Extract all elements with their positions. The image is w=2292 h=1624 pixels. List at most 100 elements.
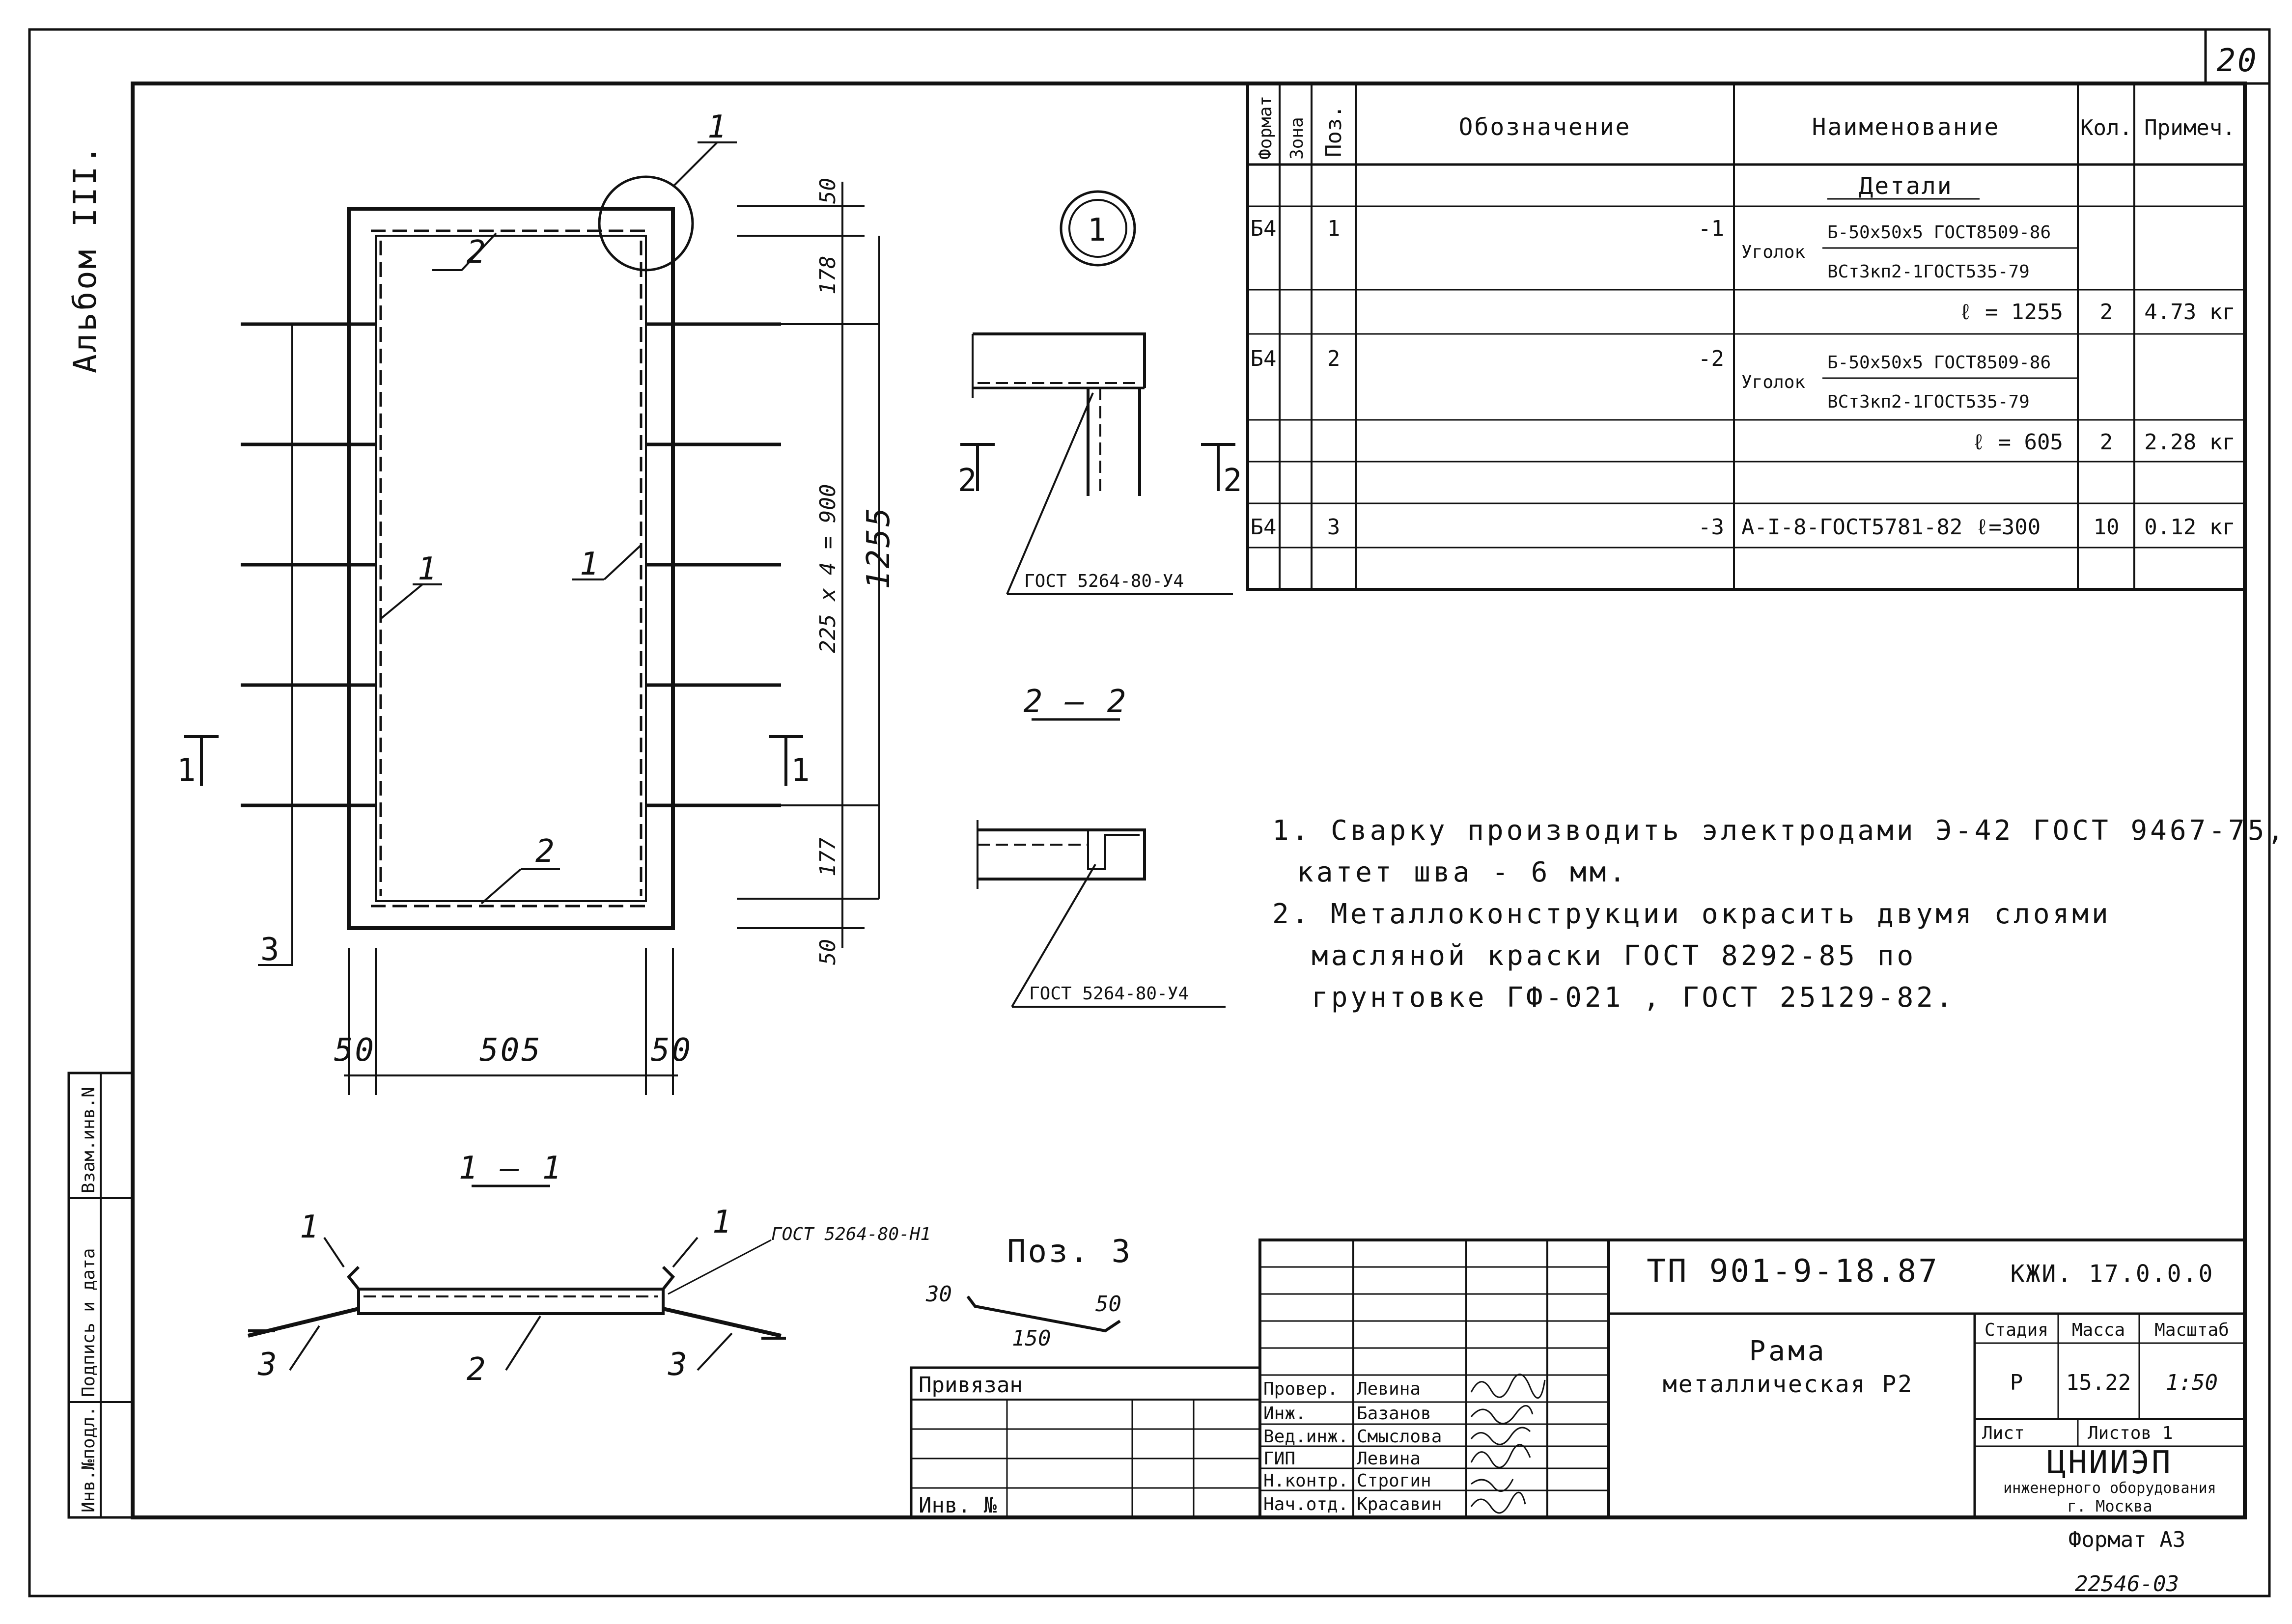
section-callout-2: 2	[467, 1351, 488, 1388]
spec-row: Б4 3 -3 А-I-8-ГОСТ5781-82 ℓ=300 10 0.12 …	[1251, 515, 2236, 540]
callout-1-top: 1	[707, 109, 728, 145]
spec-row1-format: Б4	[1251, 216, 1277, 241]
spec-row2-pos: 2	[1327, 346, 1341, 371]
org-subtitle: инженерного оборудования	[2003, 1480, 2216, 1497]
detail-marker-inner	[1068, 199, 1127, 258]
spec-row1-name-top: Б-50х50х5 ГОСТ8509-86	[1827, 222, 2051, 243]
margin-label-sign: Подпись и дата	[79, 1248, 99, 1397]
note-line-4: масляной краски ГОСТ 8292-85 по	[1312, 940, 1916, 972]
weld-ref-detail: ГОСТ 5264-80-У4	[1024, 571, 1184, 591]
spec-row3-designation: -3	[1698, 515, 1724, 540]
notes: 1. Сварку производить электродами Э-42 Г…	[1272, 815, 2287, 1014]
stage-value: Р	[2010, 1370, 2023, 1395]
sheet-label: Лист	[1982, 1423, 2025, 1443]
staff-role: ГИП	[1263, 1449, 1295, 1469]
vertical-dimensions	[737, 182, 880, 948]
detail-cut-label-right: 2	[1223, 463, 1244, 499]
spec-row3-name: А-I-8-ГОСТ5781-82 ℓ=300	[1741, 515, 2040, 540]
spec-row: Б4 2 -2 Уголок Б-50х50х5 ГОСТ8509-86 ВСт…	[1251, 346, 2236, 455]
staff-name: Строгин	[1357, 1471, 1431, 1491]
sheets-label: Листов 1	[2088, 1423, 2173, 1443]
title-block	[910, 1239, 2246, 1519]
spec-row2-type: Уголок	[1741, 372, 1805, 392]
page-number: 20	[2216, 43, 2258, 79]
spec-row3-note: 0.12 кг	[2144, 515, 2235, 540]
spec-row2-length: ℓ = 605	[1972, 430, 2063, 455]
pos3-title: Поз. 3	[1007, 1234, 1132, 1270]
inner-frame	[131, 82, 2247, 1519]
callout-2-top: 2	[467, 234, 488, 271]
spec-header-designation: Обозначение	[1459, 113, 1631, 141]
detail-1	[972, 332, 1146, 496]
dim-total: 1255	[861, 506, 897, 589]
spec-row2-qty: 2	[2100, 430, 2113, 455]
org-name: ЦНИИЭП	[2047, 1445, 2172, 1481]
mass-value: 15.22	[2066, 1370, 2131, 1395]
staff-list: Провер. Левина Инж. Базанов Вед.инж. Смы…	[1263, 1379, 1442, 1514]
spec-row1-length: ℓ = 1255	[1959, 300, 2063, 325]
stage-header: Стадия	[1985, 1320, 2048, 1340]
format-label: Формат А3	[2068, 1527, 2185, 1552]
spec-row: Б4 1 -1 Уголок Б-50х50х5 ГОСТ8509-86 ВСт…	[1251, 216, 2236, 325]
album-label: Альбом III.	[67, 143, 104, 373]
drawing-code: КЖИ. 17.0.0.0	[2011, 1260, 2214, 1288]
section-1-1-title: 1 — 1	[459, 1150, 563, 1186]
spec-row2-name-top: Б-50х50х5 ГОСТ8509-86	[1827, 353, 2051, 373]
drawing-title-2: металлическая Р2	[1663, 1371, 1913, 1398]
section-2-2-title: 2 — 2	[1024, 684, 1128, 720]
spec-row1-qty: 2	[2100, 300, 2113, 325]
staff-role: Н.контр.	[1263, 1471, 1348, 1491]
spec-row2-format: Б4	[1251, 346, 1277, 371]
note-line-2: катет шва - 6 мм.	[1297, 856, 1628, 888]
spec-header-zone: Зона	[1287, 117, 1307, 160]
spec-header-note: Примеч.	[2144, 115, 2235, 140]
staff-role: Инж.	[1263, 1404, 1306, 1424]
spec-row1-pos: 1	[1327, 216, 1341, 241]
detail-cut-marker	[960, 443, 1235, 491]
spec-row3-format: Б4	[1251, 515, 1277, 540]
spec-row1-designation: -1	[1698, 216, 1724, 241]
section-callout-1-left: 1	[300, 1209, 321, 1245]
dim-bottom-50: 50	[815, 939, 840, 965]
cut-marker-right	[769, 735, 803, 786]
dim-width: 505	[479, 1032, 542, 1069]
spec-section-title: Детали	[1859, 172, 1953, 200]
staff-role: Провер.	[1263, 1379, 1338, 1399]
staff-role: Вед.инж.	[1263, 1427, 1348, 1447]
note-line-1: 1. Сварку производить электродами Э-42 Г…	[1272, 815, 2287, 847]
mass-header: Масса	[2072, 1320, 2125, 1340]
spec-header-name: Наименование	[1812, 113, 2000, 141]
staff-name: Красавин	[1357, 1494, 1442, 1514]
inv-label: Инв. №	[919, 1493, 997, 1518]
drawing-designation: ТП 901-9-18.87	[1647, 1253, 1939, 1290]
drawing-title-1: Рама	[1749, 1335, 1827, 1367]
scale-value: 1:50	[2166, 1370, 2218, 1395]
archive-number: 22546-03	[2075, 1571, 2179, 1596]
frame-elevation	[347, 207, 675, 930]
staff-name: Левина	[1357, 1449, 1421, 1469]
spec-header-qty: Кол.	[2080, 115, 2132, 140]
dim-middle: 225 x 4 = 900	[815, 484, 840, 653]
dim-lower-177: 177	[815, 837, 840, 877]
spec-table	[1246, 82, 2246, 591]
scale-header: Масштаб	[2154, 1320, 2229, 1340]
pos3-dim-c: 50	[1095, 1292, 1121, 1317]
signatures	[1470, 1374, 1546, 1514]
spec-row2-name-bottom: ВСт3кп2-1ГОСТ535-79	[1827, 392, 2030, 412]
callout-1-right: 1	[580, 546, 601, 582]
callout-1-left: 1	[418, 551, 439, 587]
spec-header-pos: Поз.	[1321, 105, 1346, 157]
spec-row3-qty: 10	[2094, 515, 2120, 540]
section-callout-3-right: 3	[668, 1347, 689, 1383]
callout-3: 3	[260, 932, 281, 968]
cut-label-right: 1	[791, 752, 812, 789]
privyazan-label: Привязан	[919, 1373, 1023, 1398]
margin-stamp: Инв.№подл. Подпись и дата Взам.инв.N	[67, 1072, 134, 1519]
weld-ref-h1: ГОСТ 5264-80-Н1	[771, 1224, 931, 1244]
spec-row2-note: 2.28 кг	[2144, 430, 2235, 455]
staff-name: Базанов	[1357, 1404, 1431, 1424]
spec-row1-name-bottom: ВСт3кп2-1ГОСТ535-79	[1827, 262, 2030, 282]
detail-circle	[598, 175, 694, 272]
section-2-2	[977, 820, 1146, 889]
org-city: г. Москва	[2067, 1497, 2152, 1515]
